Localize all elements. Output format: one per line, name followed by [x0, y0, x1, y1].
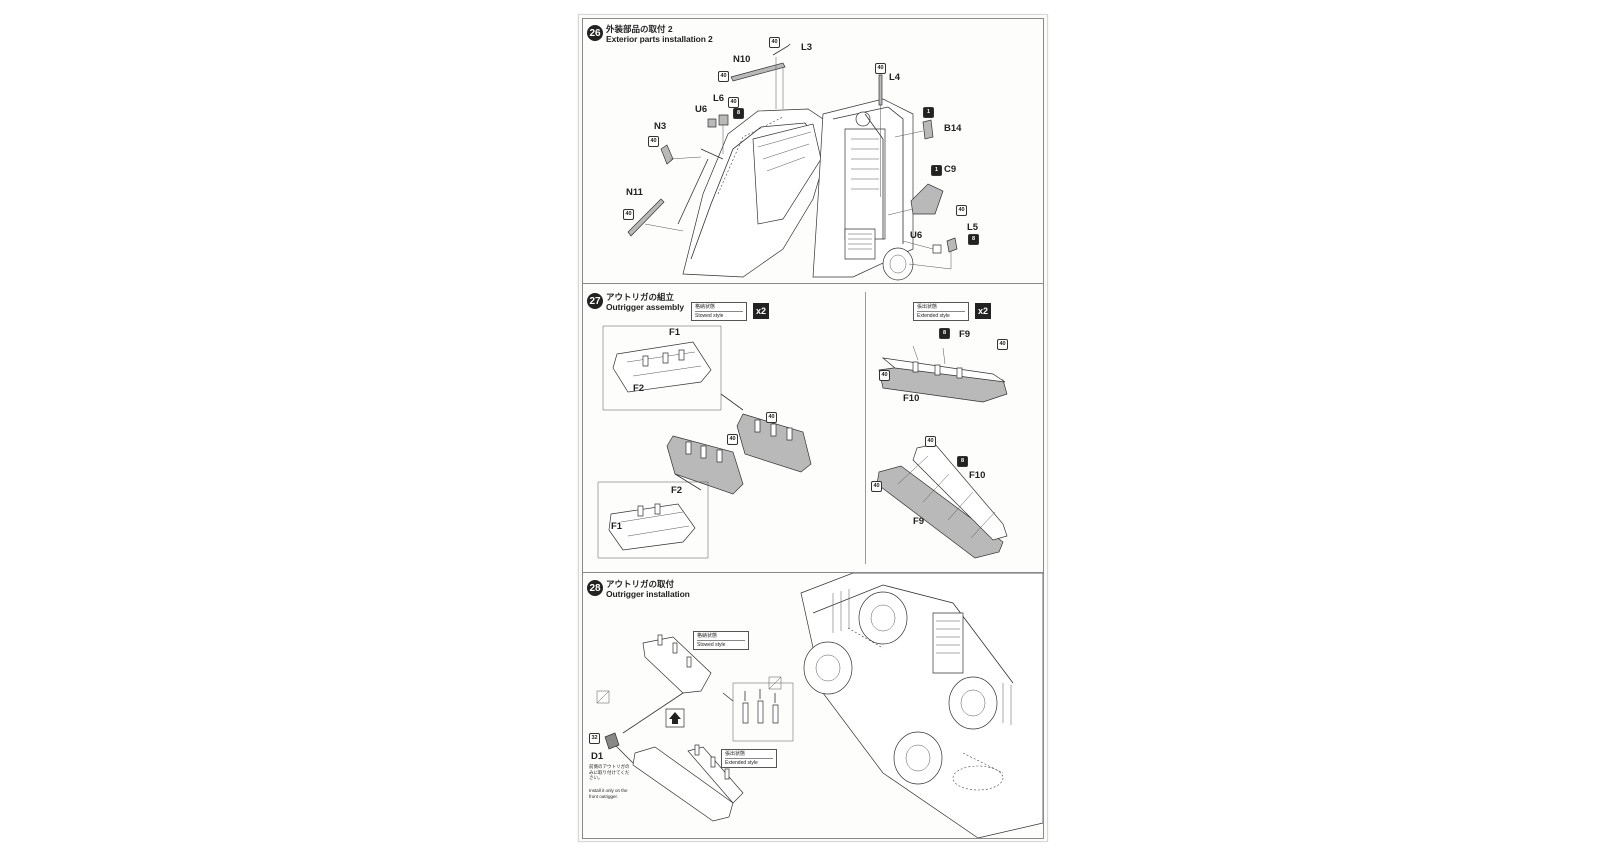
part-label-d1: D1	[591, 751, 604, 762]
part-badge: 40	[997, 339, 1008, 350]
step-27-panel: 27 アウトリガの組立 Outrigger assembly 格納状態 Stow…	[582, 283, 1044, 573]
outrigger-installation-illustration	[583, 573, 1043, 838]
step-title-jp: 外装部品の取付 2	[606, 24, 673, 34]
part-badge: 1	[931, 165, 942, 176]
part-label-f9-bottom: F9	[913, 516, 925, 527]
instruction-sheet: 26 外装部品の取付 2 Exterior parts installation…	[578, 14, 1048, 842]
part-badge: 40	[718, 71, 729, 82]
step-number: 26	[587, 25, 603, 41]
part-label-l3: L3	[801, 42, 813, 53]
step-title-en: Exterior parts installation 2	[606, 34, 713, 44]
step-number: 27	[587, 293, 603, 309]
extended-style-jp: 張出状態	[725, 751, 746, 757]
extended-style-box: 張出状態 Extended style	[721, 749, 777, 768]
part-badge: 40	[623, 209, 634, 220]
part-badge: 40	[727, 434, 738, 445]
part-badge: 40	[956, 205, 967, 216]
part-label-l4: L4	[889, 72, 901, 83]
part-label-f1-bottom: F1	[611, 521, 623, 532]
part-badge: 8	[957, 456, 968, 467]
step-27-header: 27 アウトリガの組立 Outrigger assembly	[587, 292, 684, 312]
part-badge: 40	[648, 136, 659, 147]
multiplier-badge-stowed: x2	[753, 303, 769, 319]
multiplier-badge-extended: x2	[975, 303, 991, 319]
part-label-l5: L5	[967, 222, 979, 233]
part-label-n11: N11	[626, 187, 643, 198]
part-badge: 40	[871, 481, 882, 492]
part-badge: 1	[923, 107, 934, 118]
stowed-style-en: Stowed style	[695, 313, 724, 319]
stowed-style-box: 格納状態 Stowed style	[691, 302, 747, 321]
part-label-f2-top: F2	[633, 383, 645, 394]
extended-style-jp: 張出状態	[917, 304, 938, 310]
part-label-n3: N3	[654, 121, 667, 132]
part-badge: 8	[968, 234, 979, 245]
part-badge: 40	[728, 97, 739, 108]
vehicle-cab-illustration	[583, 19, 1043, 283]
part-badge: 40	[879, 370, 890, 381]
part-badge: 8	[939, 328, 950, 339]
part-label-f10-bottom: F10	[969, 470, 986, 481]
part-label-f1-top: F1	[669, 327, 681, 338]
part-label-f2-bottom: F2	[671, 485, 683, 496]
d1-note-en: Install it only on the front outrigger.	[589, 788, 628, 799]
part-label-u6-top: U6	[695, 104, 708, 115]
step-title-en: Outrigger installation	[606, 589, 690, 599]
part-label-f9-top: F9	[959, 329, 971, 340]
part-label-n10: N10	[733, 54, 751, 65]
step-28-header: 28 アウトリガの取付 Outrigger installation	[587, 579, 690, 599]
step-26-header: 26 外装部品の取付 2 Exterior parts installation…	[587, 24, 713, 44]
part-label-b14: B14	[944, 123, 962, 134]
step-title-jp: アウトリガの取付	[606, 579, 675, 589]
vertical-divider	[865, 292, 866, 564]
part-label-l6: L6	[713, 93, 725, 104]
part-badge: 40	[925, 436, 936, 447]
part-badge: 32	[589, 733, 600, 744]
part-badge: 40	[766, 412, 777, 423]
d1-note-jp: 前側のアウトリガのみに取り付けてください。	[589, 764, 630, 780]
stowed-style-box: 格納状態 Stowed style	[693, 631, 749, 650]
part-badge: 40	[769, 37, 780, 48]
extended-style-box: 張出状態 Extended style	[913, 302, 969, 321]
part-label-c9: C9	[944, 164, 957, 175]
part-badge: 8	[733, 108, 744, 119]
part-badge: 40	[875, 63, 886, 74]
step-26-panel: 26 外装部品の取付 2 Exterior parts installation…	[582, 18, 1044, 284]
stowed-style-jp: 格納状態	[695, 304, 716, 310]
outrigger-assembly-illustration	[583, 284, 1043, 572]
extended-style-en: Extended style	[917, 313, 950, 319]
part-label-u6-bottom: U6	[910, 230, 923, 241]
step-title-jp: アウトリガの組立	[606, 292, 675, 302]
extended-style-en: Extended style	[725, 760, 758, 766]
stowed-style-en: Stowed style	[697, 642, 726, 648]
stowed-style-jp: 格納状態	[697, 633, 718, 639]
step-title-en: Outrigger assembly	[606, 302, 685, 312]
step-number: 28	[587, 580, 603, 596]
part-label-f10-top: F10	[903, 393, 920, 404]
step-28-panel: 28 アウトリガの取付 Outrigger installation	[582, 572, 1044, 839]
